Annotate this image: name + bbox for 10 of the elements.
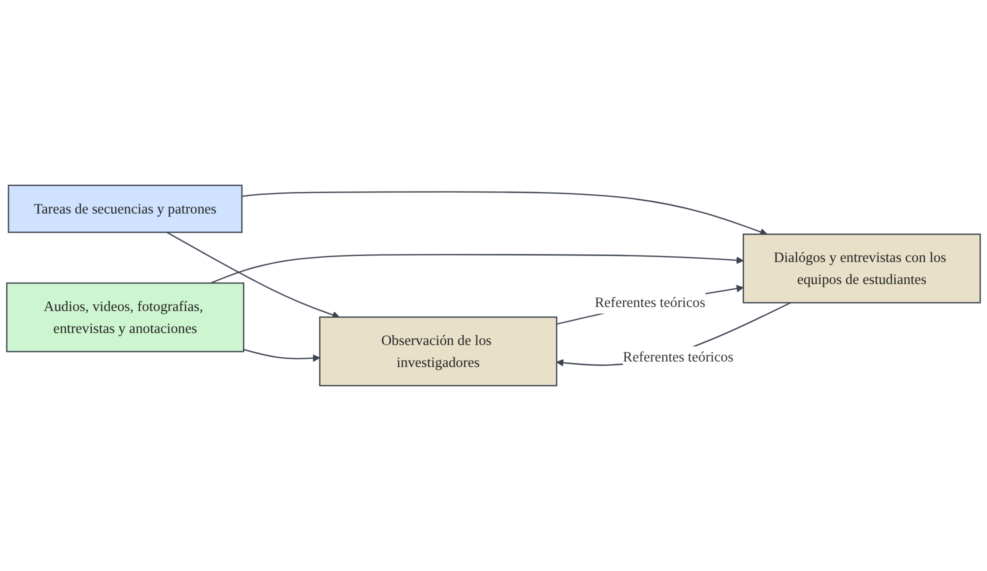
arrow (242, 191, 768, 236)
node-box: Tareas de secuencias y patrones (8, 184, 243, 233)
arrow (166, 232, 340, 318)
arrow (210, 254, 744, 284)
edge-label: Referentes teóricos (622, 348, 734, 365)
edge-label: Referentes teóricos (594, 294, 706, 310)
arrow (243, 348, 320, 362)
node-box: Observación de los investigadores (319, 316, 558, 386)
node-box: Dialógos y entrevistas con los equipos de estudiantes (742, 234, 981, 304)
node-box: Audios, videos, fotografías, entrevistas y anotaciones (6, 282, 244, 352)
